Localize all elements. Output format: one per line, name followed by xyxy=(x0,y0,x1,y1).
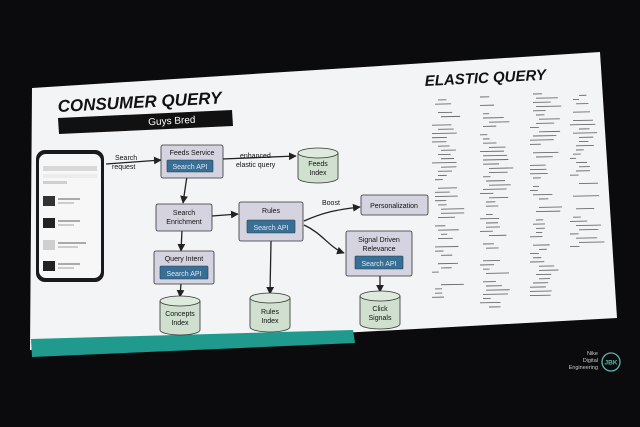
search-request-label-2: request xyxy=(112,164,135,171)
edge-rules-to-personalization xyxy=(303,203,361,222)
diagram-edges xyxy=(105,152,384,298)
search-enrichment-label-2: Enrichment xyxy=(166,219,201,226)
jbk-logo-text: JBK xyxy=(604,360,617,367)
personalization-label: Personalization xyxy=(370,203,418,210)
feeds-index-label-1: Feeds xyxy=(308,161,328,168)
rules-index-db: Rules Index xyxy=(249,292,291,333)
feeds-index-label-2: Index xyxy=(309,170,327,177)
rules-index-label-2: Index xyxy=(261,318,279,325)
signal-driven-search-api: Search API xyxy=(361,261,396,268)
concepts-index-db: Concepts Index xyxy=(159,295,201,336)
code-line xyxy=(572,195,599,197)
shoe-thumbnail-3 xyxy=(43,240,55,250)
boost-label: Boost xyxy=(322,200,340,207)
click-signals-label-1: Click xyxy=(372,306,388,313)
diagram-databases: Feeds Index Concepts Index Rules Index C… xyxy=(159,147,401,336)
code-line xyxy=(569,123,596,126)
shoe-thumbnail-2 xyxy=(43,218,55,228)
code-line xyxy=(535,105,562,108)
phone-search-bar xyxy=(43,166,97,171)
search-enrichment-label-1: Search xyxy=(173,210,195,217)
edge-intent-to-concepts xyxy=(176,282,185,298)
feeds-service-node: Feeds Service Search API xyxy=(160,144,224,179)
rules-label: Rules xyxy=(262,208,280,215)
branding-line-3: Engineering xyxy=(569,365,598,371)
signal-driven-label-1: Signal Driven xyxy=(358,237,400,244)
signal-driven-relevance-node: Signal Driven Relevance Search API xyxy=(345,230,413,277)
subtitle-bar xyxy=(58,110,233,134)
edge-enrichment-to-intent xyxy=(177,229,186,252)
feeds-search-api: Search API xyxy=(172,164,207,171)
rules-index-label-1: Rules xyxy=(261,309,279,316)
subtitle-text: Guys Bred xyxy=(148,115,196,128)
elastic-query-title: ELASTIC QUERY xyxy=(424,67,548,90)
code-line xyxy=(578,241,605,243)
shoe-thumbnail-1 xyxy=(43,196,55,206)
edge-enrichment-to-rules xyxy=(211,210,239,219)
edge-rules-to-rulesindex xyxy=(266,240,275,295)
rules-node: Rules Search API xyxy=(238,201,304,242)
enhanced-query-label: enhanced xyxy=(240,153,271,160)
code-line xyxy=(532,151,559,154)
branding: Nike Digital Engineering JBK xyxy=(569,351,621,372)
edge-feeds-to-feedsindex xyxy=(221,152,297,161)
rules-search-api: Search API xyxy=(253,225,288,232)
phone-mockup xyxy=(36,150,104,282)
edge-labels: Search request enhanced elastic query Bo… xyxy=(112,153,340,207)
branding-line-2: Digital xyxy=(583,358,598,364)
click-signals-label-2: Signals xyxy=(369,315,392,322)
personalization-node: Personalization xyxy=(360,194,429,216)
concepts-index-label-1: Concepts xyxy=(165,311,195,318)
code-line xyxy=(482,159,509,161)
branding-line-1: Nike xyxy=(587,351,598,357)
query-intent-search-api: Search API xyxy=(166,271,201,278)
jbk-logo xyxy=(601,352,621,372)
edge-feeds-to-enrichment xyxy=(180,175,188,204)
enhanced-query-label-2: elastic query xyxy=(236,162,276,169)
signal-driven-label-2: Relevance xyxy=(362,246,395,253)
edge-phone-to-feeds xyxy=(105,156,162,165)
click-signals-db: Click Signals xyxy=(359,290,401,330)
feeds-service-label: Feeds Service xyxy=(170,150,215,157)
shoe-thumbnail-4 xyxy=(43,261,55,271)
feeds-index-db: Feeds Index xyxy=(297,147,339,184)
query-intent-label: Query Intent xyxy=(165,256,204,263)
concepts-index-label-2: Index xyxy=(171,320,189,327)
elastic-query-code-block xyxy=(431,93,605,308)
query-intent-node: Query Intent Search API xyxy=(153,250,215,285)
edge-rules-to-signal xyxy=(303,224,345,255)
search-enrichment-node: Search Enrichment xyxy=(155,203,213,232)
teal-footer-band xyxy=(31,330,355,357)
search-request-label: Search xyxy=(115,155,137,162)
diagram-nodes: Feeds Service Search API Search Enrichme… xyxy=(153,144,429,285)
